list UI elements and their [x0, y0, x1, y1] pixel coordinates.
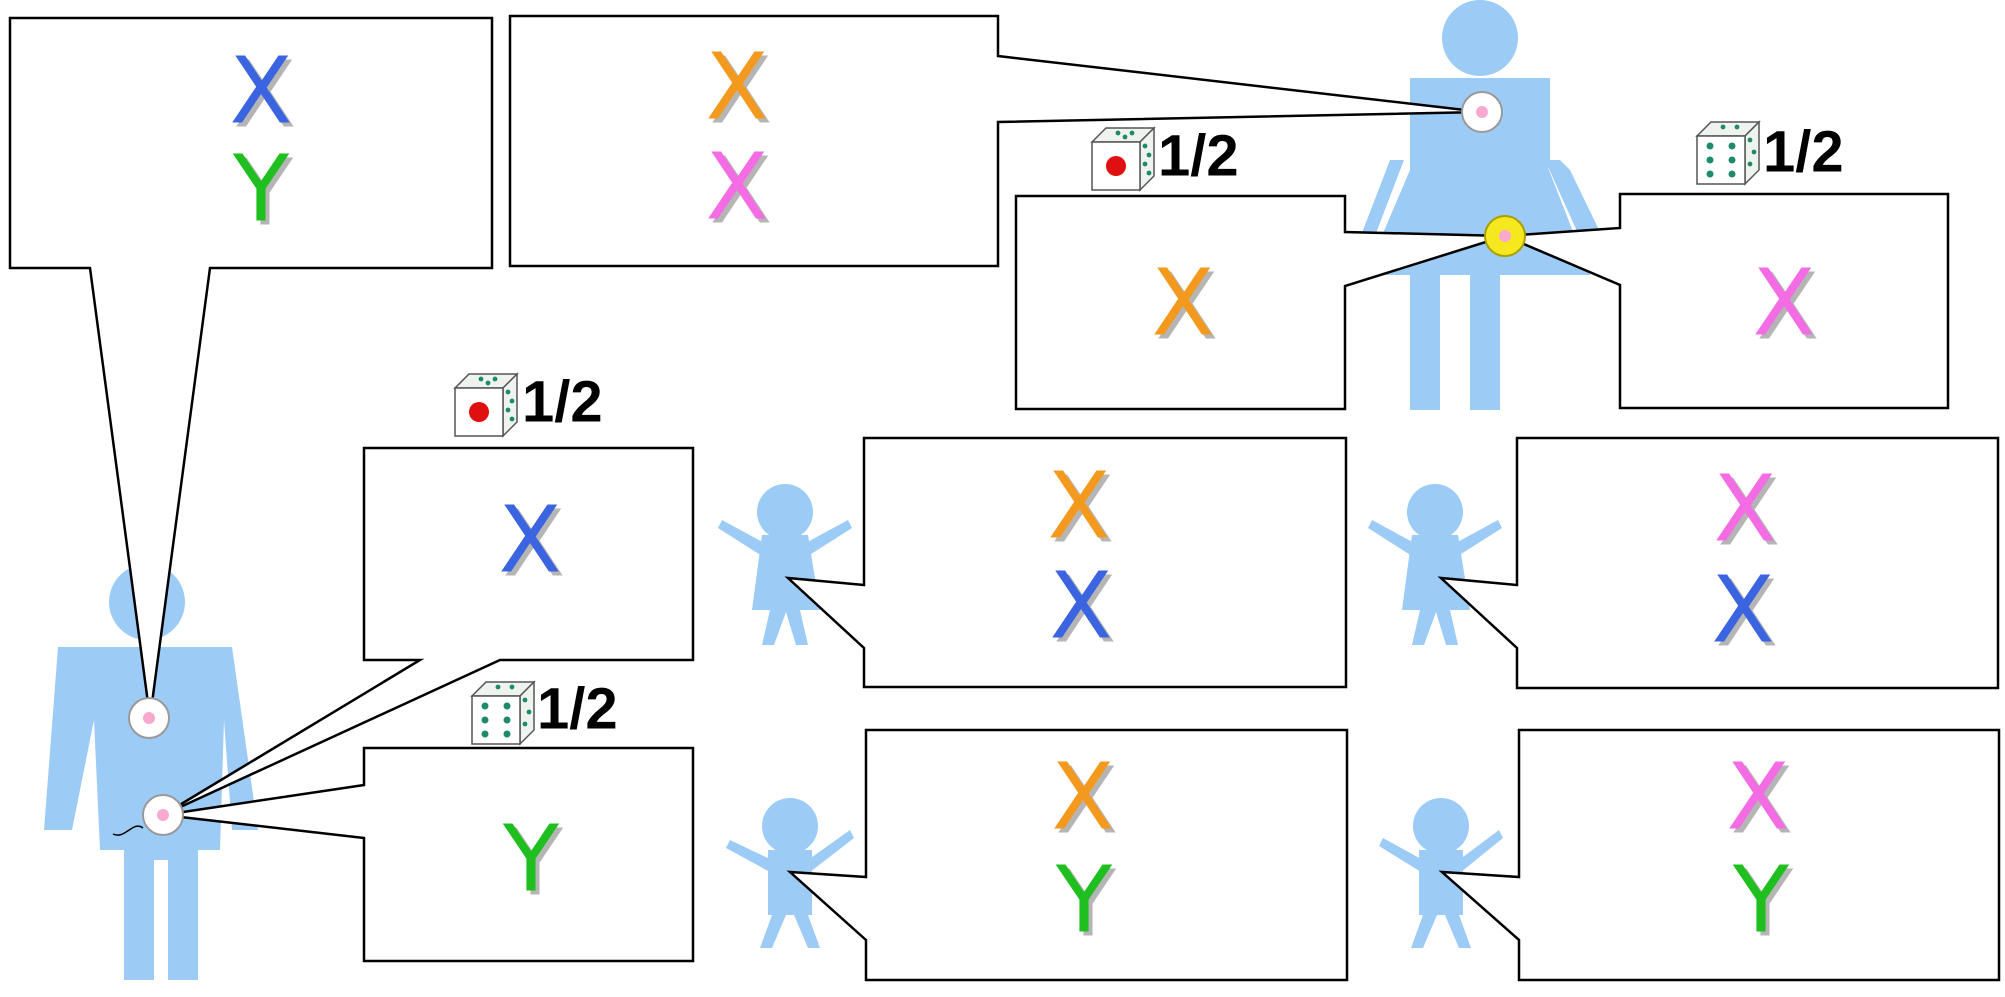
- offspring-2-letters: X X X X: [1711, 455, 1780, 667]
- svg-text:X: X: [1730, 747, 1793, 854]
- mother-genotype-box: [508, 14, 1483, 268]
- father-gamete-2-probability: 1/2: [537, 676, 618, 741]
- svg-text:X: X: [709, 137, 772, 244]
- six-pip-die-icon: [1695, 120, 1761, 186]
- mother-gamete-2-probability: 1/2: [1763, 119, 1844, 184]
- mother-figure: [1360, 0, 1600, 410]
- red-dot-die-icon: [453, 372, 519, 438]
- mother-gamete-2-letter: X: [1752, 249, 1815, 356]
- offspring-box-1: [784, 436, 1348, 689]
- svg-text:X: X: [1711, 556, 1774, 663]
- svg-text:X: X: [1051, 743, 1114, 850]
- svg-text:X: X: [1049, 552, 1112, 659]
- father-gamete-box-2: [162, 746, 695, 963]
- father-genotype-letters: X X Y Y: [229, 37, 296, 246]
- mother-somatic-cell: [1461, 91, 1503, 133]
- father-chromosome-x: X: [229, 37, 292, 144]
- svg-text:Y: Y: [1732, 846, 1790, 953]
- svg-text:Y: Y: [1736, 850, 1794, 957]
- offspring-3-letters: X X Y Y: [1051, 743, 1118, 957]
- mother-chromosome-x1: X: [705, 33, 768, 140]
- svg-text:X: X: [1713, 455, 1776, 562]
- mother-gamete-box-1: [1014, 194, 1506, 411]
- child-figure-2: [1368, 484, 1502, 645]
- father-sperm-cell: [112, 794, 184, 836]
- svg-text:X: X: [709, 37, 772, 144]
- father-somatic-cell: [128, 697, 170, 739]
- offspring-box-4: [1438, 728, 2001, 982]
- svg-text:X: X: [1047, 452, 1110, 559]
- father-genotype-box: [8, 16, 494, 719]
- child-figure-4: [1379, 798, 1503, 948]
- svg-text:X: X: [1756, 253, 1819, 360]
- svg-text:X: X: [1717, 459, 1780, 566]
- red-dot-die-icon: [1090, 126, 1156, 192]
- mother-gamete-1-probability: 1/2: [1158, 123, 1239, 188]
- svg-text:X: X: [502, 490, 565, 597]
- svg-text:Y: Y: [506, 809, 564, 916]
- offspring-box-2: [1437, 436, 2000, 690]
- father-gamete-1-probability: 1/2: [522, 369, 603, 434]
- svg-text:X: X: [1726, 743, 1789, 850]
- svg-text:Y: Y: [236, 139, 294, 246]
- offspring-1-letters: X X X X: [1047, 452, 1116, 663]
- father-gamete-box-1: [162, 446, 695, 817]
- svg-text:X: X: [1053, 556, 1116, 663]
- svg-text:Y: Y: [1055, 846, 1113, 953]
- father-chromosome-y: Y: [232, 135, 290, 242]
- six-pip-die-icon: [470, 680, 536, 746]
- mother-egg-cell: [1484, 215, 1526, 257]
- mother-genotype-letters: X X X X: [705, 33, 772, 244]
- offspring-4-letters: X X Y Y: [1726, 743, 1793, 957]
- svg-text:Y: Y: [1059, 850, 1117, 957]
- mother-gamete-1-letter: X: [1151, 249, 1214, 356]
- svg-text:X: X: [1715, 560, 1778, 667]
- svg-text:X: X: [1055, 747, 1118, 854]
- mother-gamete-box-2: [1504, 192, 1950, 410]
- svg-text:X: X: [1155, 253, 1218, 360]
- child-figure-1: [718, 484, 852, 645]
- mother-chromosome-x2: X: [705, 133, 768, 240]
- father-gamete-2-letter: Y: [502, 805, 560, 912]
- offspring-box-3: [786, 728, 1349, 982]
- mother-gamete-letters: X X X X: [1151, 249, 1819, 360]
- svg-text:X: X: [233, 41, 296, 148]
- father-gamete-1-letter: X: [498, 486, 561, 593]
- svg-text:X: X: [1051, 456, 1114, 563]
- father-gamete-letters: X X Y Y: [498, 486, 565, 916]
